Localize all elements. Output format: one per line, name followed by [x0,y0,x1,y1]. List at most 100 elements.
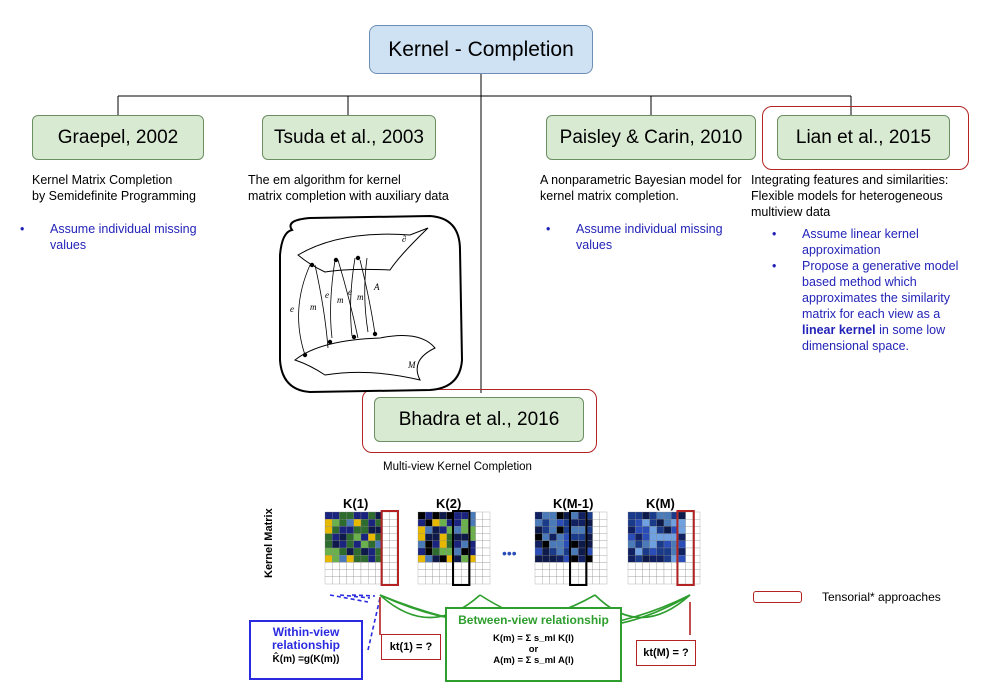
matrix-label: K(2) [436,496,461,511]
matrix-cell [339,533,347,541]
matrix-cell [339,511,347,520]
matrix-cell [549,547,557,556]
matrix-cell [461,519,469,527]
matrix-cell [649,533,657,541]
matrix-cell [382,533,390,541]
matrix-cell [453,540,462,549]
matrix-cell [627,555,636,563]
matrix-cell [461,511,469,520]
matrix-cell [353,519,362,527]
matrix-cell [425,526,433,534]
matrix-cell [439,526,447,534]
matrix-cell [549,533,557,541]
kernel-matrix-ylabel: Kernel Matrix [263,507,275,578]
matrix-cell [635,555,643,563]
matrix-cell [663,569,672,577]
matrix-cell [332,562,340,570]
legend-label: Tensorial* approaches [822,590,941,604]
matrix-cell [346,540,354,549]
matrix-cell [382,540,390,549]
matrix-cell [663,519,672,527]
between-or: or [528,644,539,655]
graepel-bullet-text: Assume individual missing values [50,222,197,252]
matrix-cell [656,519,665,527]
matrix-cell [475,569,483,577]
matrix-cell [599,547,608,556]
matrix-cell [324,511,333,520]
matrix-cell [360,555,369,563]
matrix-cell [599,562,608,570]
matrix-cell [439,576,447,585]
matrix-cell [556,533,564,541]
matrix-cell [578,547,586,556]
matrix-cell [578,526,586,534]
matrix-cell [649,519,657,527]
matrix-cell [382,547,390,556]
matrix-cell [534,519,543,527]
matrix-cell [663,555,672,563]
matrix-cell [570,533,579,541]
matrix-cell [578,569,586,577]
lian-bullet-2-bold: linear kernel [802,323,876,337]
matrix-cell [663,511,672,520]
matrix-cell [432,526,440,534]
matrix-cell [556,519,564,527]
matrix-cell [649,540,657,549]
matrix-cell [389,519,398,527]
matrix-cell [578,511,586,520]
bhadra-desc: Multi-view Kernel Completion [383,461,532,473]
matrix-cell [482,569,491,577]
matrix-cell [542,533,550,541]
matrix-cell [642,540,650,549]
matrix-cell [453,562,462,570]
matrix-cell [685,533,693,541]
within-view-box: Within-view relationship K̂(m) =g(K(m)) [249,620,363,680]
matrix-cell [324,555,333,563]
matrix-cell [324,569,333,577]
matrix-cell [685,562,693,570]
matrix-cell [368,519,376,527]
matrix-cell [482,562,491,570]
matrix-cell [685,547,693,556]
matrix-cell [592,519,600,527]
matrix-cell [346,547,354,556]
matrix-cell [549,576,557,585]
matrix-cell [534,511,543,520]
matrix-cell [542,519,550,527]
matrix-cell [432,511,440,520]
matrix-cell [339,555,347,563]
matrix-cell [678,519,686,527]
matrix-cell [570,519,579,527]
matrix-cell [556,555,564,563]
node-tsuda-label: Tsuda et al., 2003 [274,126,424,148]
em-label: m [357,292,364,302]
matrix-cell [353,533,362,541]
matrix-cell [425,576,433,585]
ellipsis: ••• [502,545,517,561]
matrix-label: K(M) [646,496,675,511]
matrix-cell [475,519,483,527]
matrix-cell [656,576,665,585]
matrix-cell [353,540,362,549]
matrix-cell [453,569,462,577]
matrix-cell [417,519,426,527]
matrix-cell [627,547,636,556]
matrix-cell [332,540,340,549]
matrix-cell [599,519,608,527]
matrix-cell [635,526,643,534]
matrix-cell [389,540,398,549]
matrix-cell [389,569,398,577]
matrix-cell [425,519,433,527]
matrix-cell [439,519,447,527]
matrix-cell [534,562,543,570]
matrix-cell [382,576,390,585]
em-label: e [325,290,329,300]
matrix-cell [346,511,354,520]
matrix-cell [642,519,650,527]
matrix-cell [389,511,398,520]
node-paisley: Paisley & Carin, 2010 [546,115,756,160]
matrix-cell [542,540,550,549]
between-formula-1: K(m) = Σ s_ml K(l) [493,633,574,644]
node-tsuda: Tsuda et al., 2003 [262,115,436,160]
matrix-cell [534,526,543,534]
